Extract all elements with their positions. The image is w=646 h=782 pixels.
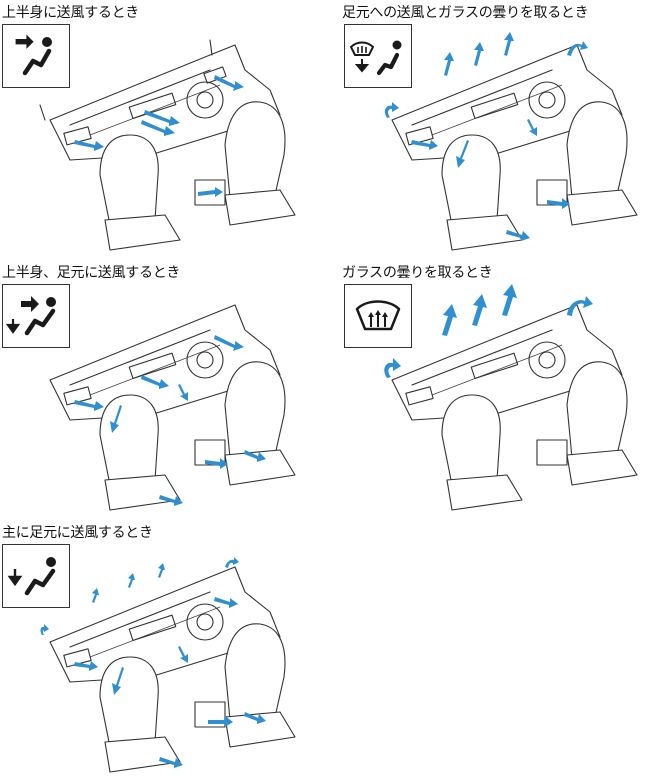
mode-panel-upper-and-feet: 上半身、足元に送風するとき — [0, 260, 320, 518]
airflow-arrow — [504, 32, 514, 56]
mode-title: 足元への送風とガラスの曇りを取るとき — [342, 5, 589, 21]
airflow-arrow — [456, 140, 469, 168]
airflow-arrow — [74, 400, 104, 411]
airflow-arrows — [40, 557, 266, 768]
airflow-arrows — [74, 75, 244, 197]
airflow-arrow — [112, 667, 124, 695]
car-interior-drawing — [384, 32, 638, 251]
airflow-arrow — [567, 41, 588, 56]
car-interior-drawing — [40, 557, 296, 773]
feet-airflow-icon — [2, 544, 70, 608]
mode-title: 上半身、足元に送風するとき — [2, 265, 181, 281]
airflow-arrow — [74, 140, 104, 151]
mode-title: ガラスの曇りを取るとき — [342, 265, 493, 281]
car-interior-illustration — [372, 284, 646, 515]
mode-panel-mainly-feet: 主に足元に送風するとき — [0, 520, 320, 782]
airflow-arrow — [214, 75, 244, 91]
mode-panel-feet-defrost: 足元への送風とガラスの曇りを取るとき — [342, 0, 642, 258]
mode-title: 主に足元に送風するとき — [2, 525, 153, 541]
airflow-arrow — [141, 375, 169, 389]
airflow-arrow — [225, 557, 239, 568]
airflow-arrow — [141, 120, 175, 136]
airflow-arrow — [527, 119, 537, 136]
airflow-arrow — [159, 495, 183, 506]
car-interior-illustration — [30, 552, 310, 780]
car-interior-illustration — [30, 290, 310, 520]
upper-body-airflow-icon — [2, 24, 70, 88]
airflow-arrow — [472, 294, 487, 326]
airflow-arrow — [158, 563, 165, 578]
airflow-arrow — [442, 304, 457, 336]
airflow-arrow — [205, 458, 228, 469]
mode-title: 上半身に送風するとき — [2, 5, 139, 21]
car-interior-drawing — [384, 284, 638, 511]
defrost-and-feet-icon — [344, 24, 412, 88]
airflow-arrow — [547, 198, 570, 209]
airflow-arrow — [384, 358, 401, 378]
airflow-arrow — [411, 140, 438, 150]
airflow-arrow — [244, 450, 266, 462]
airflow-arrow — [444, 52, 454, 76]
airflow-arrows — [384, 32, 588, 241]
airflow-arrow — [40, 624, 49, 635]
airflow-arrows — [384, 284, 593, 378]
airflow-arrow — [214, 597, 238, 608]
airflow-arrow — [128, 573, 135, 588]
mode-panel-upper-body: 上半身に送風するとき — [0, 0, 320, 258]
airflow-arrow — [567, 296, 593, 316]
airflow-arrow — [214, 335, 244, 351]
car-interior-illustration — [372, 30, 646, 255]
mode-panel-defrost: ガラスの曇りを取るとき — [342, 260, 642, 518]
airflow-arrow — [110, 405, 122, 433]
airflow-arrow — [506, 230, 530, 241]
airflow-arrow — [178, 646, 188, 663]
airflow-arrows — [74, 335, 266, 506]
car-interior-illustration — [30, 30, 310, 255]
airflow-arrow — [144, 110, 180, 126]
airflow-arrow — [159, 757, 183, 768]
car-interior-drawing — [49, 304, 296, 511]
airflow-arrow — [244, 712, 266, 724]
airflow-arrow — [198, 187, 223, 197]
airflow-arrow — [474, 42, 484, 66]
airflow-arrow — [74, 661, 98, 671]
windshield-defrost-icon — [344, 284, 412, 348]
upper-and-feet-airflow-icon — [2, 284, 70, 348]
airflow-arrow — [384, 102, 399, 118]
airflow-arrow — [502, 284, 517, 316]
airflow-arrow — [178, 384, 188, 401]
car-interior-drawing — [39, 39, 296, 251]
airflow-arrow — [208, 716, 233, 727]
airflow-arrow — [92, 588, 99, 603]
